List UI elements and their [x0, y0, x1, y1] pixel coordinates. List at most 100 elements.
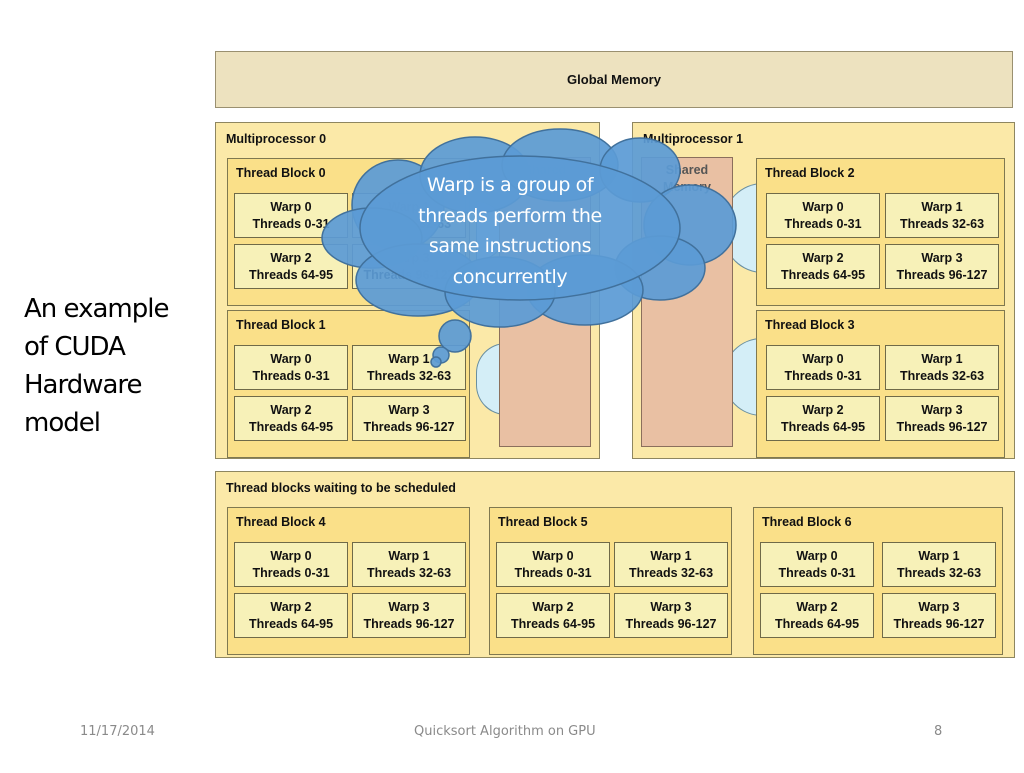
- warp: Warp 0 Threads 0-31: [766, 193, 880, 238]
- warp-name: Warp 0: [270, 199, 312, 214]
- warp: Warp 2 Threads 64-95: [234, 593, 348, 638]
- warp-name: Warp 3: [921, 250, 963, 265]
- warp-threads: Threads 96-127: [363, 267, 455, 282]
- slide-title-line: of CUDA: [24, 332, 126, 362]
- shared-memory: Shared Memory: [499, 157, 591, 447]
- warp-name: Warp 3: [388, 250, 430, 265]
- warp-threads: Threads 96-127: [363, 616, 455, 631]
- thread-block: Thread Block 5 Warp 0 Threads 0-31 Warp 1…: [489, 507, 732, 655]
- warp-threads: Threads 32-63: [366, 368, 452, 383]
- slide-title-line: An example: [24, 294, 169, 324]
- warp: Warp 2 Threads 64-95: [496, 593, 610, 638]
- waiting-blocks-panel: Thread blocks waiting to be scheduled Th…: [215, 471, 1015, 658]
- shared-memory: Shared Memory: [641, 157, 733, 447]
- thread-block: Thread Block 2 Warp 0 Threads 0-31 Warp 1…: [756, 158, 1005, 306]
- slide-title-line: Hardware: [24, 370, 143, 400]
- warp-name: Warp 1: [918, 548, 960, 563]
- warp-name: Warp 3: [388, 599, 430, 614]
- warp-name: Warp 2: [532, 599, 574, 614]
- shared-memory-label: Shared Memory: [521, 163, 569, 194]
- warp: Warp 3 Threads 96-127: [352, 593, 466, 638]
- warp-threads: Threads 64-95: [774, 616, 860, 631]
- warp-threads: Threads 32-63: [899, 368, 985, 383]
- thread-block-label: Thread Block 5: [498, 515, 588, 529]
- warp-threads: Threads 64-95: [780, 419, 866, 434]
- warp-threads: Threads 64-95: [248, 267, 334, 282]
- warp: Warp 1 Threads 32-63: [352, 193, 466, 238]
- warp: Warp 1 Threads 32-63: [882, 542, 996, 587]
- waiting-blocks-label: Thread blocks waiting to be scheduled: [226, 481, 456, 495]
- warp: Warp 2 Threads 64-95: [760, 593, 874, 638]
- warp: Warp 3 Threads 96-127: [352, 396, 466, 441]
- footer-title: Quicksort Algorithm on GPU: [414, 724, 596, 739]
- warp-threads: Threads 96-127: [896, 267, 988, 282]
- warp-threads: Threads 0-31: [784, 368, 862, 383]
- warp-threads: Threads 0-31: [514, 565, 592, 580]
- warp-name: Warp 1: [388, 548, 430, 563]
- multiprocessor-1: Multiprocessor 1 Shared Memory Thread Bl…: [632, 122, 1015, 459]
- warp-threads: Threads 64-95: [248, 419, 334, 434]
- warp-threads: Threads 32-63: [899, 216, 985, 231]
- warp-threads: Threads 32-63: [628, 565, 714, 580]
- warp: Warp 2 Threads 64-95: [766, 244, 880, 289]
- warp-threads: Threads 0-31: [784, 216, 862, 231]
- warp-name: Warp 3: [921, 402, 963, 417]
- warp-name: Warp 2: [270, 250, 312, 265]
- global-memory: Global Memory: [215, 51, 1013, 108]
- warp-name: Warp 0: [796, 548, 838, 563]
- warp-name: Warp 0: [802, 199, 844, 214]
- warp-name: Warp 2: [270, 599, 312, 614]
- warp-threads: Threads 32-63: [366, 216, 452, 231]
- warp-name: Warp 3: [388, 402, 430, 417]
- warp-threads: Threads 64-95: [510, 616, 596, 631]
- warp-threads: Threads 96-127: [625, 616, 717, 631]
- warp-threads: Threads 32-63: [366, 565, 452, 580]
- page-number: 8: [934, 724, 943, 739]
- multiprocessor-label: Multiprocessor 0: [226, 132, 327, 146]
- warp-name: Warp 1: [388, 199, 430, 214]
- thread-block: Thread Block 4 Warp 0 Threads 0-31 Warp 1…: [227, 507, 470, 655]
- warp-threads: Threads 96-127: [893, 616, 985, 631]
- warp-name: Warp 1: [921, 351, 963, 366]
- thread-block-label: Thread Block 4: [236, 515, 326, 529]
- warp-threads: Threads 64-95: [248, 616, 334, 631]
- warp-name: Warp 3: [918, 599, 960, 614]
- warp-name: Warp 1: [388, 351, 430, 366]
- warp-threads: Threads 64-95: [780, 267, 866, 282]
- slide-title: An example of CUDA Hardware model: [24, 290, 204, 442]
- warp-threads: Threads 0-31: [252, 565, 330, 580]
- thread-block-label: Thread Block 1: [236, 318, 326, 332]
- thread-block-label: Thread Block 2: [765, 166, 855, 180]
- warp-threads: Threads 0-31: [252, 368, 330, 383]
- warp-threads: Threads 96-127: [363, 419, 455, 434]
- warp: Warp 0 Threads 0-31: [234, 542, 348, 587]
- warp: Warp 0 Threads 0-31: [496, 542, 610, 587]
- thread-block-label: Thread Block 0: [236, 166, 326, 180]
- warp: Warp 3 Threads 96-127: [352, 244, 466, 289]
- multiprocessor-label: Multiprocessor 1: [643, 132, 744, 146]
- warp: Warp 2 Threads 64-95: [234, 244, 348, 289]
- shared-memory-label: Shared Memory: [663, 163, 711, 194]
- warp: Warp 1 Threads 32-63: [352, 345, 466, 390]
- warp-name: Warp 0: [532, 548, 574, 563]
- footer-date: 11/17/2014: [80, 724, 155, 739]
- warp-name: Warp 2: [796, 599, 838, 614]
- warp-name: Warp 2: [802, 250, 844, 265]
- warp-name: Warp 0: [270, 548, 312, 563]
- warp: Warp 1 Threads 32-63: [885, 345, 999, 390]
- thread-block-label: Thread Block 3: [765, 318, 855, 332]
- warp-threads: Threads 32-63: [896, 565, 982, 580]
